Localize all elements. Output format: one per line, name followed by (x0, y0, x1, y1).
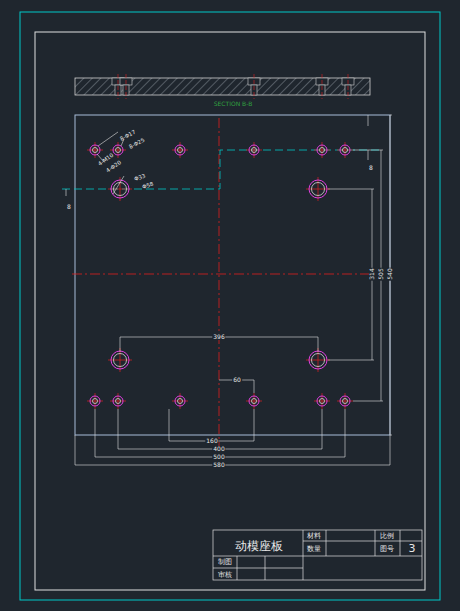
hole (110, 393, 126, 409)
title-block-cell: 3 (408, 543, 417, 554)
section-hole (316, 74, 328, 99)
outer-frame (20, 12, 440, 600)
hole (172, 142, 188, 158)
dimension-text: 500 (212, 454, 225, 460)
dimension-text: Φ58 (141, 181, 155, 191)
hole (172, 393, 188, 409)
dimension-text: 160 (205, 438, 218, 444)
hole (87, 393, 103, 409)
dimension-text: 396 (212, 334, 225, 340)
dimension-text: 400 (212, 446, 225, 452)
dimension-text: 8-Φ25 (127, 137, 146, 151)
dimension-text: 314 (369, 267, 375, 280)
hole (337, 142, 353, 158)
center-line (219, 118, 220, 452)
title-block-cell: 数量 (306, 546, 322, 553)
dimension-text: 60 (232, 377, 242, 383)
section-hole (120, 74, 132, 99)
title-block-cell: 动模座板 (234, 540, 284, 552)
dimension-text: 505 (378, 267, 384, 280)
section-hole (342, 74, 354, 99)
hole (337, 393, 353, 409)
section-hole (248, 74, 260, 99)
title-block-cell: 审核 (217, 572, 233, 579)
dimension-text: 540 (387, 267, 393, 280)
section-holes (112, 74, 354, 99)
hole (246, 142, 262, 158)
hole (314, 393, 330, 409)
center-line (72, 274, 380, 275)
dimension-text: 580 (212, 462, 225, 468)
title-block-cell: 制图 (217, 559, 233, 566)
dimension-text: 8 (66, 204, 72, 210)
inner-frame (35, 32, 425, 590)
section-title: SECTION B-B (213, 101, 254, 107)
section-cut-line (62, 150, 380, 189)
holes (87, 142, 353, 409)
hole (314, 142, 330, 158)
plate-outline (75, 115, 390, 435)
dimension-text: 8 (368, 165, 374, 171)
dimension-lines (66, 115, 392, 465)
title-block (213, 530, 422, 580)
hole (306, 177, 330, 201)
hole (108, 177, 132, 201)
dimension-text: Φ33 (133, 173, 147, 183)
hole (246, 393, 262, 409)
title-block-cell: 图号 (379, 546, 395, 553)
title-block-cell: 比例 (379, 533, 395, 540)
section-view (75, 78, 370, 95)
title-block-cell: 材料 (306, 533, 322, 540)
